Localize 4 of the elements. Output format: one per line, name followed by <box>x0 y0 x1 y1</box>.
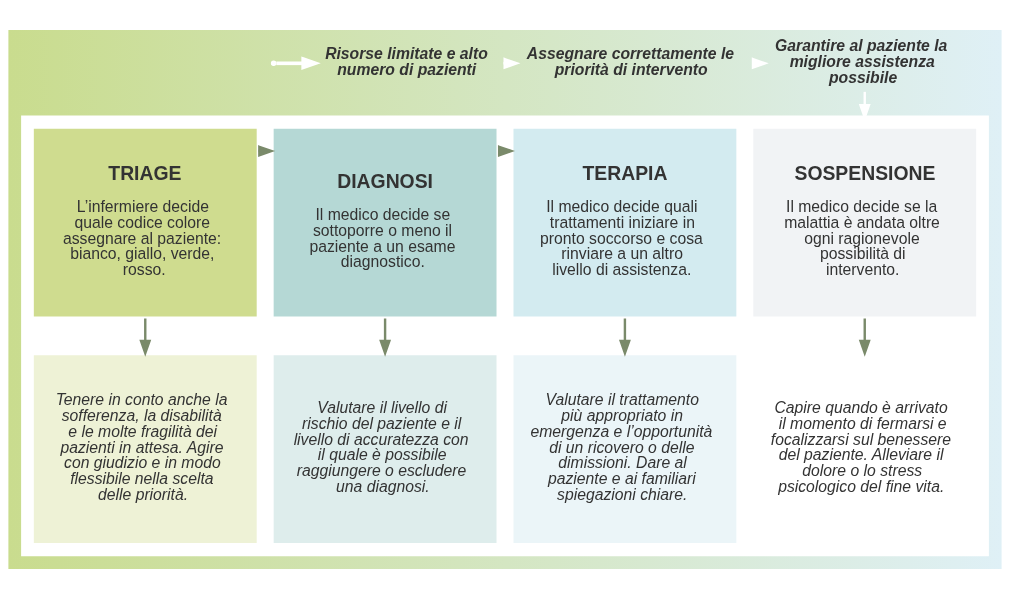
node-text: Capire quando è arrivato il momento di fermarsi e focalizzarsi sul benessere del paziente. Alleviare il dolore o lo stress psicologico del fine vita. <box>770 398 952 495</box>
node-text: Risorse limitate e alto numero di pazienti <box>325 44 488 78</box>
node-text: Garantire al paziente la migliore assistenza possibile <box>775 36 948 86</box>
node-text: Assegnare correttamente le priorità di intervento <box>526 44 735 78</box>
